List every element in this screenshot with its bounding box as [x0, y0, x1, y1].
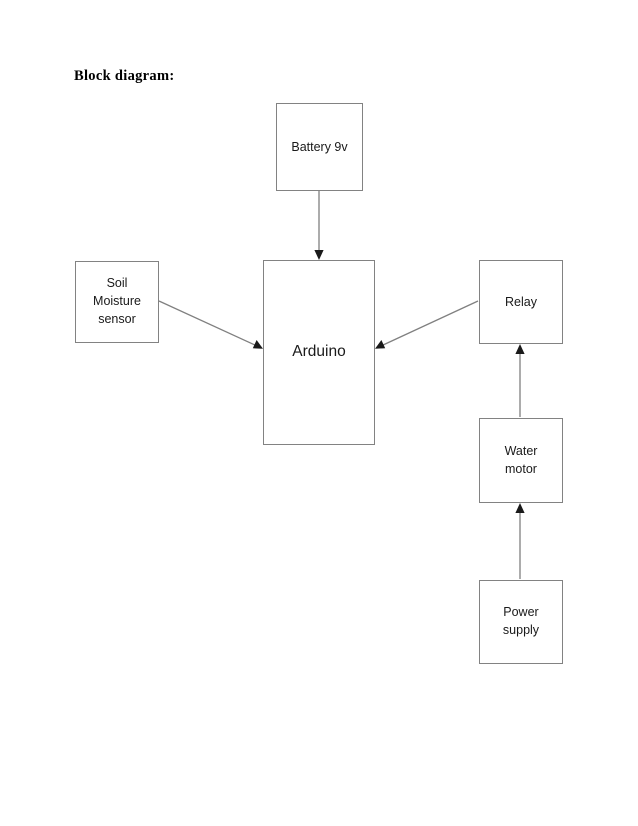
block-power-supply-label: Power supply — [502, 605, 540, 637]
block-power-supply[interactable]: Power supply — [479, 580, 563, 664]
block-soil-moisture-sensor[interactable]: Soil Moisture sensor — [75, 261, 159, 343]
block-relay[interactable]: Relay — [479, 260, 563, 344]
block-battery[interactable]: Battery 9v — [276, 103, 363, 191]
block-battery-label: Battery 9v — [291, 139, 348, 154]
block-water-motor-label: Water motor — [504, 443, 538, 476]
edge-battery-to-arduino — [314, 191, 324, 260]
edge-water-motor-to-relay — [515, 344, 525, 417]
block-water-motor[interactable]: Water motor — [479, 418, 563, 503]
block-arduino-label: Arduino — [292, 343, 346, 361]
page-title: Block diagram: — [74, 68, 175, 84]
edge-power-supply-to-water-motor — [515, 503, 525, 579]
block-soil-moisture-sensor-label: Soil Moisture sensor — [93, 276, 141, 326]
block-arduino[interactable]: Arduino — [263, 260, 375, 445]
edge-soil-to-arduino — [158, 300, 263, 349]
edge-relay-to-arduino — [375, 300, 479, 349]
block-relay-label: Relay — [505, 294, 537, 309]
